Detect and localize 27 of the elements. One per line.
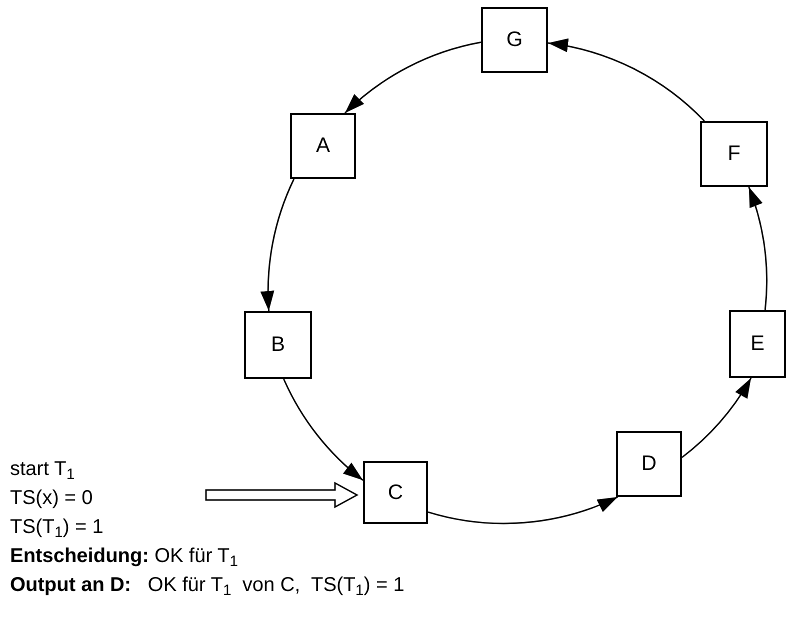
arrow [344, 42, 482, 114]
process-box [363, 461, 428, 524]
arrow [548, 40, 705, 122]
node-label: G [506, 27, 523, 54]
arrow [682, 378, 752, 458]
node-label: A [316, 133, 330, 160]
note-text: start T$_{1}$ [10, 457, 76, 484]
arrow [428, 496, 618, 524]
process-box [481, 7, 548, 73]
note-text: Entscheidung: OK für T$_{1}$ [10, 544, 239, 571]
process-box [729, 310, 786, 378]
note-text: TS(T$_{1}$) = 1 [10, 515, 104, 542]
node-label: D [641, 451, 657, 478]
note-text: TS(x) = 0 [10, 486, 94, 511]
process-box [244, 311, 312, 379]
node-label: C [388, 480, 404, 506]
node-label: B [270, 332, 285, 358]
note-text: Output an D: OK für T$_{1}$ von C, TS(T$_{1}$) = 1 [10, 573, 404, 600]
arrow [748, 186, 768, 310]
arrow [283, 378, 364, 481]
process-box [616, 431, 682, 497]
process-box [290, 113, 356, 179]
hollow-arrow [205, 482, 359, 508]
node-label: E [750, 331, 764, 358]
node-label: F [728, 141, 740, 168]
arrow [261, 178, 295, 312]
process-box [700, 121, 768, 187]
